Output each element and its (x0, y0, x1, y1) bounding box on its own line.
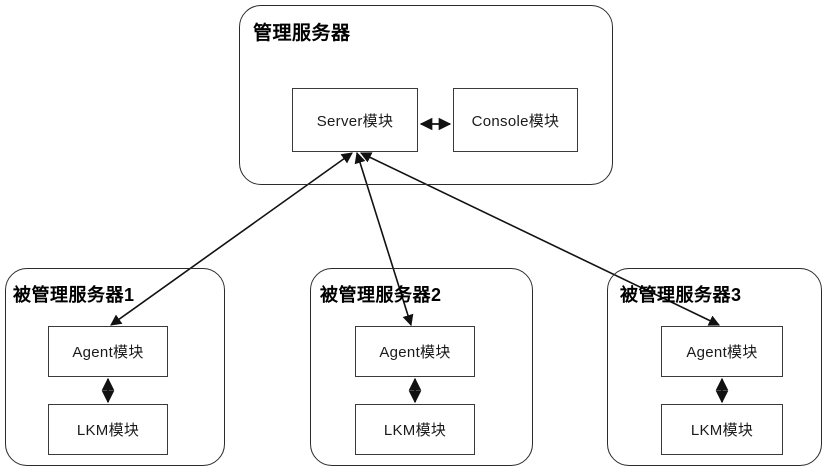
managed-server-1-zone (5, 268, 225, 466)
agent-module-box-2[interactable]: Agent模块 (355, 326, 475, 377)
managed-server-2-zone (310, 268, 533, 466)
lkm-module-label-1: LKM模块 (76, 422, 140, 439)
managed-server-3-title: 被管理服务器3 (620, 285, 742, 305)
managed-server-3-zone (607, 268, 822, 466)
lkm-module-label-3: LKM模块 (690, 422, 754, 439)
lkm-module-box-1[interactable]: LKM模块 (48, 404, 168, 455)
console-module-label: Console模块 (471, 112, 560, 130)
lkm-module-box-3[interactable]: LKM模块 (661, 404, 783, 455)
managed-server-2-title: 被管理服务器2 (320, 285, 442, 305)
agent-module-label-1: Agent模块 (72, 344, 144, 361)
console-module-box[interactable]: Console模块 (453, 88, 578, 152)
lkm-module-label-2: LKM模块 (383, 422, 447, 439)
management-server-zone (239, 5, 613, 185)
lkm-module-box-2[interactable]: LKM模块 (355, 404, 475, 455)
agent-module-label-3: Agent模块 (686, 344, 758, 361)
agent-module-box-3[interactable]: Agent模块 (661, 326, 783, 377)
agent-module-box-1[interactable]: Agent模块 (48, 326, 168, 377)
management-server-title: 管理服务器 (253, 23, 351, 44)
server-module-box[interactable]: Server模块 (292, 88, 418, 152)
agent-module-label-2: Agent模块 (379, 344, 451, 361)
server-module-label: Server模块 (316, 112, 394, 130)
managed-server-1-title: 被管理服务器1 (13, 285, 135, 305)
